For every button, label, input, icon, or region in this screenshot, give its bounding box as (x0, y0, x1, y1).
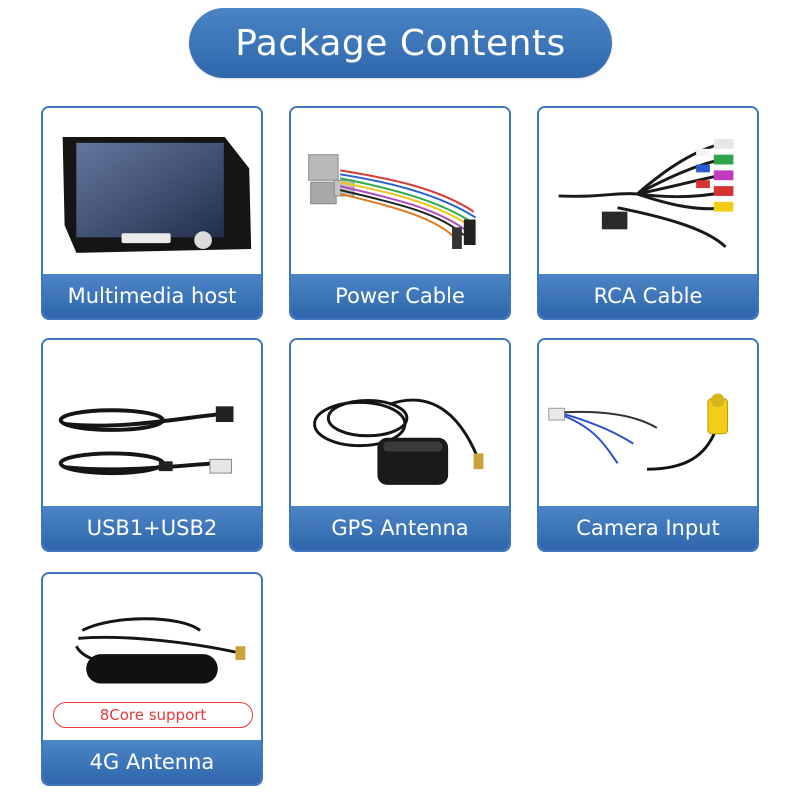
rca-cable-image (558, 138, 734, 249)
usb-cables-image (58, 406, 234, 476)
item-label: Power Cable (291, 274, 509, 318)
camera-input-image (548, 393, 729, 471)
4g-antenna-image (75, 617, 246, 684)
item-label: Multimedia host (43, 274, 261, 318)
item-card-rca-cable: RCA Cable (537, 106, 759, 320)
item-label: RCA Cable (539, 274, 757, 318)
8core-support-badge: 8Core support (53, 702, 253, 728)
page-title: Package Contents (189, 8, 612, 78)
item-card-power-cable: Power Cable (289, 106, 511, 320)
gps-antenna-image (313, 398, 484, 485)
power-cable-image (308, 154, 477, 249)
item-card-4g-antenna: 8Core support 4G Antenna (41, 572, 263, 786)
item-card-camera-input: Camera Input (537, 338, 759, 552)
item-label: USB1+USB2 (43, 506, 261, 550)
item-label: 4G Antenna (43, 740, 261, 784)
item-card-usb: USB1+USB2 (41, 338, 263, 552)
item-card-gps-antenna: GPS Antenna (289, 338, 511, 552)
item-label: GPS Antenna (291, 506, 509, 550)
multimedia-host-image (62, 137, 252, 253)
item-card-multimedia-host: Multimedia host (41, 106, 263, 320)
item-label: Camera Input (539, 506, 757, 550)
